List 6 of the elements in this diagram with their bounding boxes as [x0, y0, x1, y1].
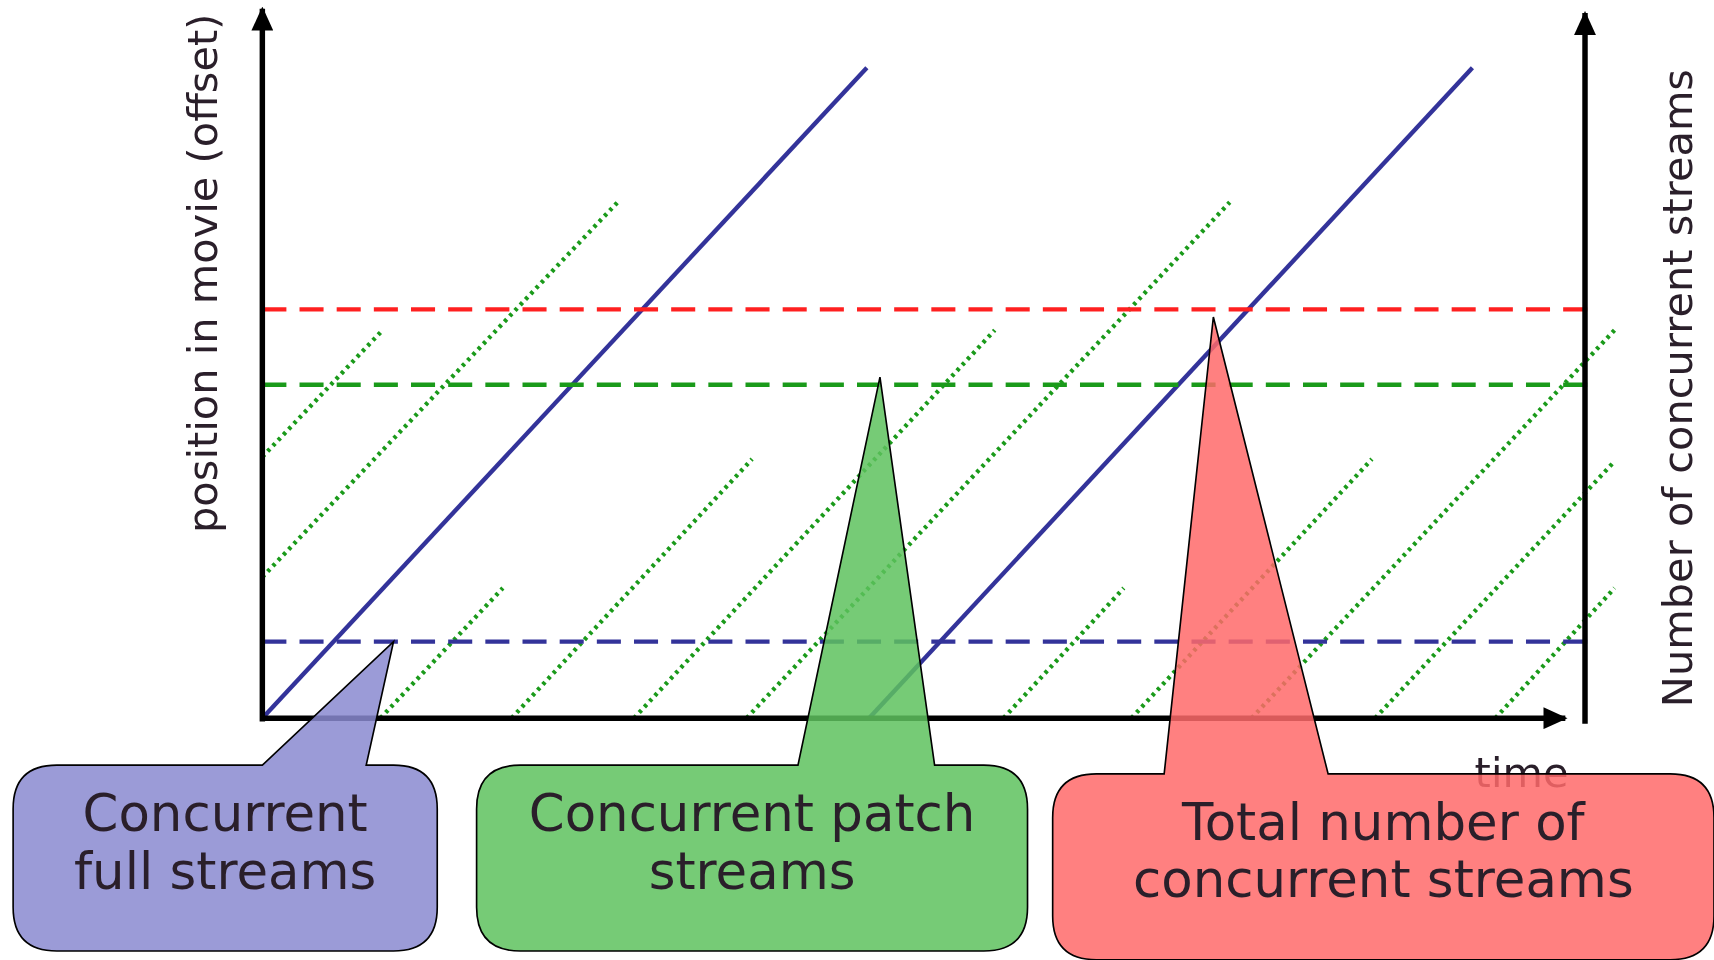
callout-bubble [476, 377, 1028, 951]
axis-label: position in movie (offset) [178, 13, 227, 534]
axis-label: Number of concurrent streams [1653, 69, 1702, 708]
callout-text: Concurrent patch streams [527, 784, 977, 900]
callout-bubble [13, 641, 438, 951]
callout-text: Concurrent full streams [73, 784, 378, 900]
